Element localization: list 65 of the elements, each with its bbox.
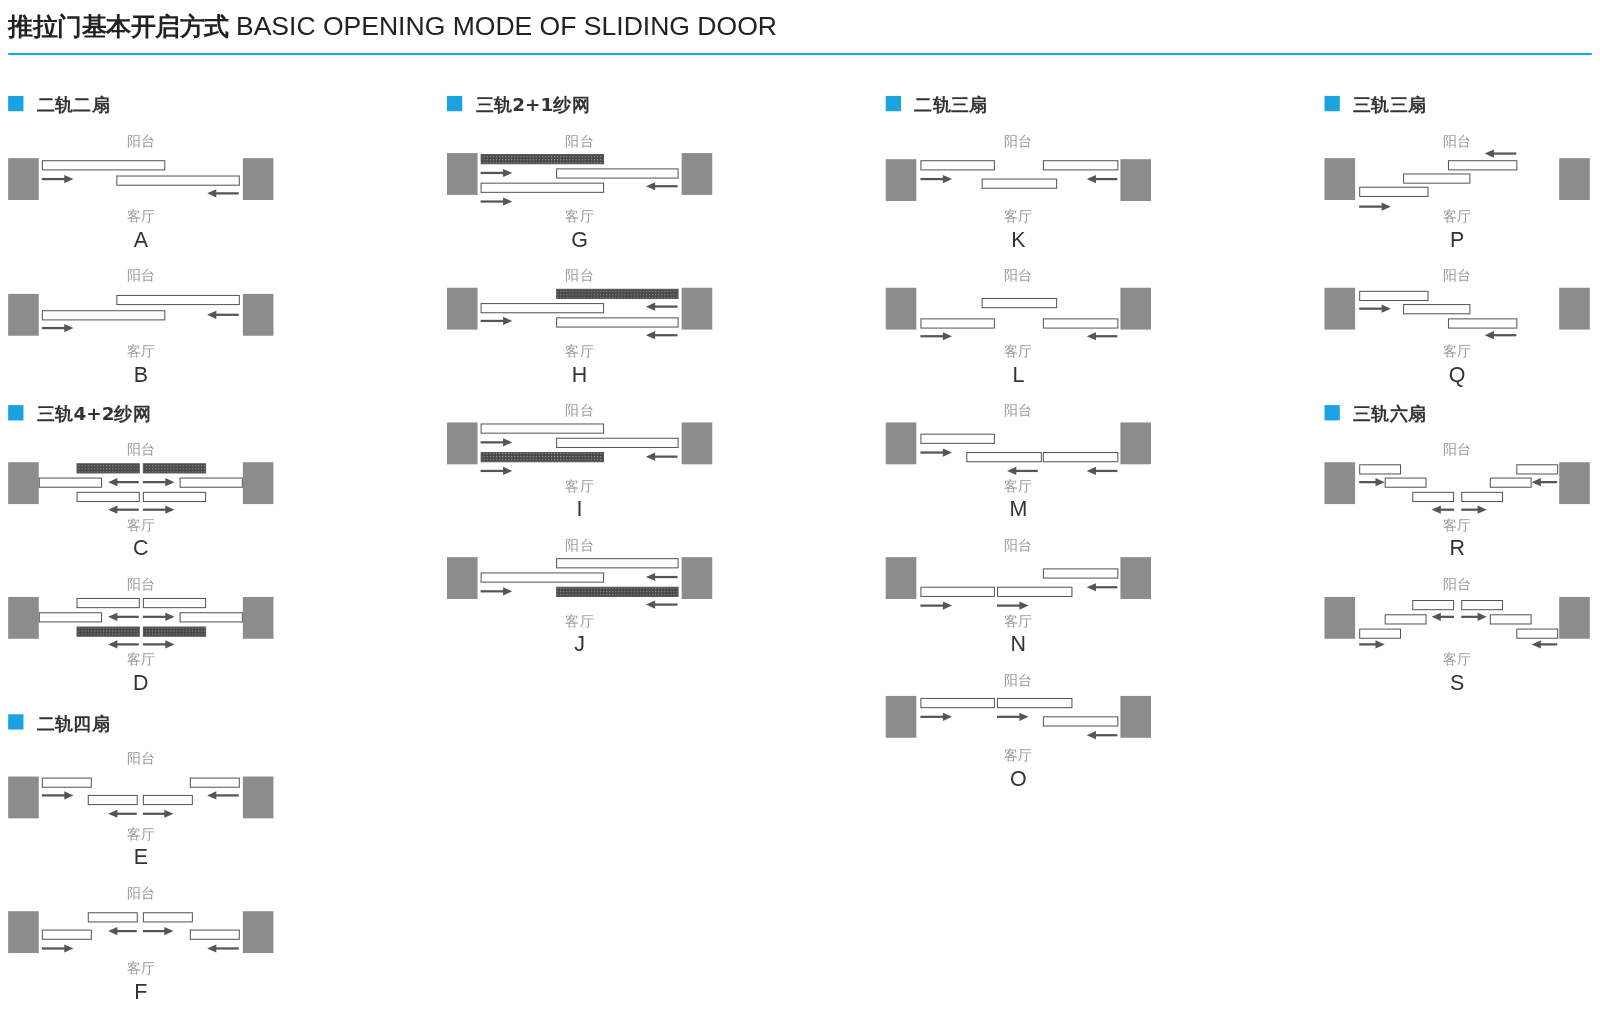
section-heading: 二轨四扇 (36, 711, 111, 736)
room-label: 客厅 (125, 342, 157, 362)
room-label: 阳台 (1003, 536, 1034, 556)
room-label: 客厅 (1003, 342, 1034, 362)
diagram-letter: Q (1447, 362, 1467, 387)
section-heading: 三轨六扇 (1353, 402, 1427, 427)
room-label: 客厅 (564, 342, 595, 362)
room-label: 阳台 (564, 536, 595, 556)
room-label: 阳台 (125, 266, 157, 285)
page-title: 推拉门基本开启方式 BASIC OPENING MODE OF SLIDING DOOR (8, 10, 777, 43)
diagram-letter: P (1449, 227, 1466, 253)
room-label: 阳台 (125, 750, 157, 769)
room-label: 客厅 (125, 516, 157, 535)
room-label: 客厅 (1441, 342, 1473, 362)
room-label: 阳台 (1003, 266, 1034, 285)
room-label: 客厅 (1441, 651, 1473, 670)
room-label: 阳台 (1003, 132, 1034, 151)
section-heading: 三轨三扇 (1353, 92, 1427, 118)
room-label: 客厅 (564, 612, 595, 631)
room-label: 阳台 (125, 575, 157, 594)
diagram-letter: M (1008, 496, 1029, 522)
diagram-letter: N (1009, 631, 1028, 657)
diagram-letter: I (575, 496, 584, 522)
diagram-letter: E (132, 844, 149, 870)
diagram-letter: L (1011, 362, 1026, 387)
diagram-letter: R (1448, 535, 1466, 561)
room-label: 阳台 (125, 884, 157, 903)
section-heading: 三轨2+1纱网 (475, 92, 590, 118)
diagram-letter: G (570, 227, 589, 253)
room-label: 客厅 (125, 960, 157, 979)
room-label: 客厅 (125, 825, 157, 844)
room-label: 客厅 (564, 477, 595, 496)
room-label: 客厅 (125, 208, 157, 227)
diagram-letter: K (1010, 227, 1027, 253)
room-label: 阳台 (125, 440, 157, 460)
room-label: 阳台 (564, 402, 595, 421)
room-label: 阳台 (1441, 440, 1473, 460)
section-heading: 三轨4+2纱网 (36, 402, 152, 427)
diagram-letter: H (570, 362, 589, 387)
section-heading: 二轨二扇 (36, 92, 111, 118)
room-label: 阳台 (1441, 132, 1473, 151)
room-label: 阳台 (125, 132, 157, 151)
room-label: 客厅 (1441, 516, 1473, 535)
diagram-letter: F (133, 979, 149, 1005)
diagram-letter: J (573, 631, 586, 657)
room-label: 阳台 (564, 132, 595, 151)
diagram-letter: S (1449, 670, 1466, 695)
diagram-letter: C (132, 535, 150, 561)
room-label: 阳台 (1441, 575, 1473, 594)
section-heading: 二轨三扇 (914, 92, 988, 118)
diagram-letter: D (132, 670, 150, 695)
room-label: 客厅 (1003, 208, 1034, 227)
room-label: 客厅 (1441, 208, 1473, 227)
room-label: 客厅 (125, 651, 157, 670)
room-label: 客厅 (1003, 746, 1034, 766)
room-label: 客厅 (564, 208, 595, 227)
room-label: 客厅 (1003, 612, 1034, 631)
room-label: 阳台 (1003, 671, 1034, 690)
room-label: 阳台 (1003, 402, 1034, 421)
room-label: 阳台 (564, 266, 595, 285)
diagram-letter: A (132, 227, 149, 253)
diagram-letter: O (1009, 766, 1028, 791)
diagram-letter: B (132, 362, 149, 387)
room-label: 阳台 (1441, 266, 1473, 285)
room-label: 客厅 (1003, 477, 1034, 496)
